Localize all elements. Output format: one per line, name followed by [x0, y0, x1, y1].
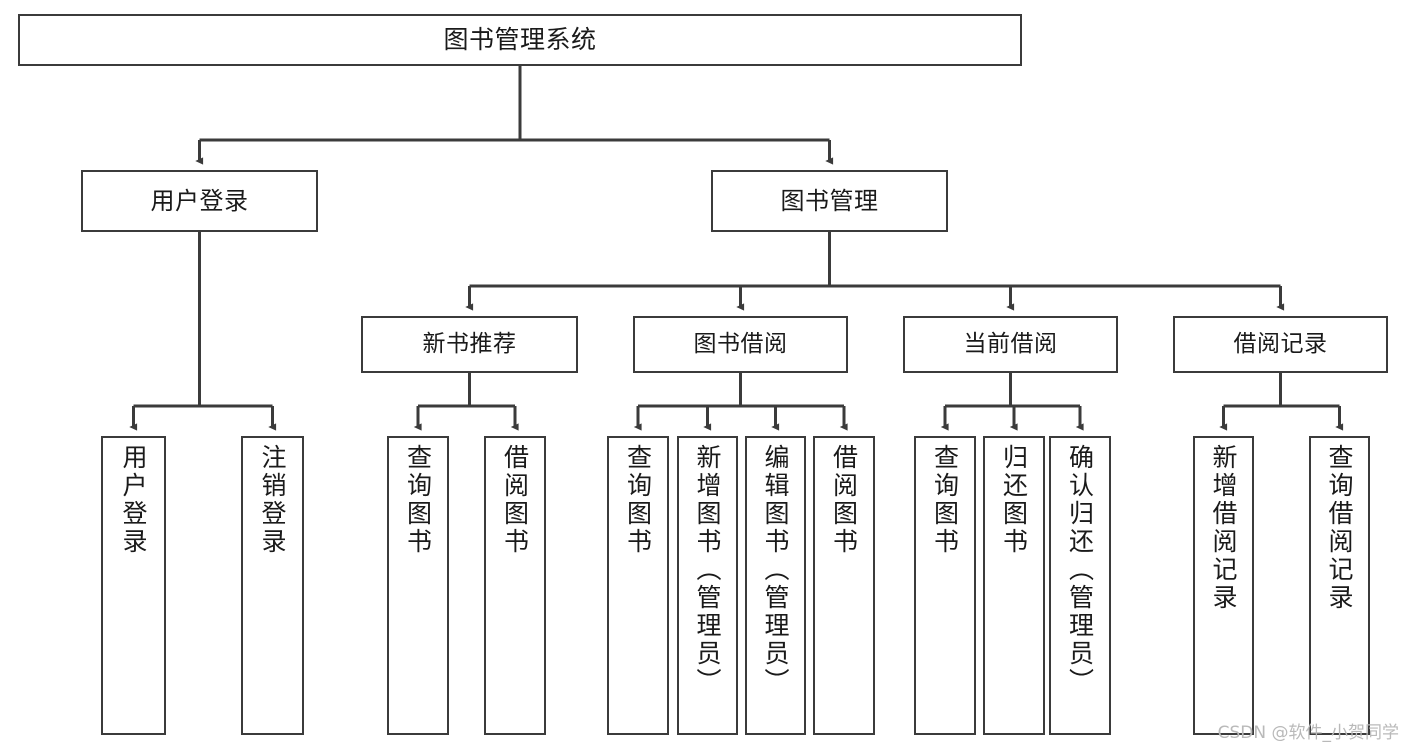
node-leaf-query-book-3-label: 查询图书 — [930, 444, 960, 556]
node-new-book-recommendation[interactable]: 新书推荐 — [361, 316, 578, 373]
node-leaf-edit-book-label: 编辑图书（管理员） — [761, 444, 790, 696]
node-leaf-query-book-2[interactable]: 查询图书 — [607, 436, 669, 735]
node-leaf-borrow-book-1[interactable]: 借阅图书 — [484, 436, 546, 735]
node-leaf-confirm-return-label: 确认归还（管理员） — [1065, 444, 1095, 696]
node-leaf-confirm-return[interactable]: 确认归还（管理员） — [1049, 436, 1111, 735]
node-leaf-return-book-label: 归还图书 — [999, 444, 1029, 556]
node-leaf-query-book-1-label: 查询图书 — [403, 444, 433, 556]
node-leaf-borrow-book-2[interactable]: 借阅图书 — [813, 436, 875, 735]
node-leaf-return-book[interactable]: 归还图书 — [983, 436, 1045, 735]
node-root[interactable]: 图书管理系统 — [18, 14, 1022, 66]
node-book-management-label: 图书管理 — [780, 186, 879, 215]
node-leaf-logout[interactable]: 注销登录 — [241, 436, 304, 735]
node-leaf-query-borrow-record[interactable]: 查询借阅记录 — [1309, 436, 1370, 735]
node-root-label: 图书管理系统 — [443, 25, 597, 54]
node-leaf-borrow-book-1-label: 借阅图书 — [500, 444, 530, 556]
node-leaf-add-book[interactable]: 新增图书（管理员） — [677, 436, 738, 735]
node-leaf-query-borrow-record-label: 查询借阅记录 — [1325, 444, 1354, 612]
node-leaf-edit-book[interactable]: 编辑图书（管理员） — [745, 436, 806, 735]
node-leaf-user-login[interactable]: 用户登录 — [101, 436, 166, 735]
node-leaf-query-book-1[interactable]: 查询图书 — [387, 436, 449, 735]
node-leaf-query-book-2-label: 查询图书 — [623, 444, 653, 556]
node-book-borrowing[interactable]: 图书借阅 — [633, 316, 848, 373]
node-leaf-user-login-label: 用户登录 — [119, 444, 148, 556]
node-leaf-add-book-label: 新增图书（管理员） — [693, 444, 722, 696]
node-current-borrowing-label: 当前借阅 — [963, 330, 1058, 357]
node-user-login[interactable]: 用户登录 — [81, 170, 318, 232]
node-current-borrowing[interactable]: 当前借阅 — [903, 316, 1118, 373]
node-borrowing-record[interactable]: 借阅记录 — [1173, 316, 1388, 373]
node-leaf-add-borrow-record-label: 新增借阅记录 — [1209, 444, 1238, 612]
node-leaf-borrow-book-2-label: 借阅图书 — [829, 444, 859, 556]
node-leaf-add-borrow-record[interactable]: 新增借阅记录 — [1193, 436, 1254, 735]
node-leaf-logout-label: 注销登录 — [258, 444, 287, 556]
node-book-management[interactable]: 图书管理 — [711, 170, 948, 232]
node-new-book-recommendation-label: 新书推荐 — [422, 330, 517, 357]
node-user-login-label: 用户登录 — [150, 186, 249, 215]
node-book-borrowing-label: 图书借阅 — [693, 330, 788, 357]
node-borrowing-record-label: 借阅记录 — [1233, 330, 1328, 357]
node-leaf-query-book-3[interactable]: 查询图书 — [914, 436, 976, 735]
